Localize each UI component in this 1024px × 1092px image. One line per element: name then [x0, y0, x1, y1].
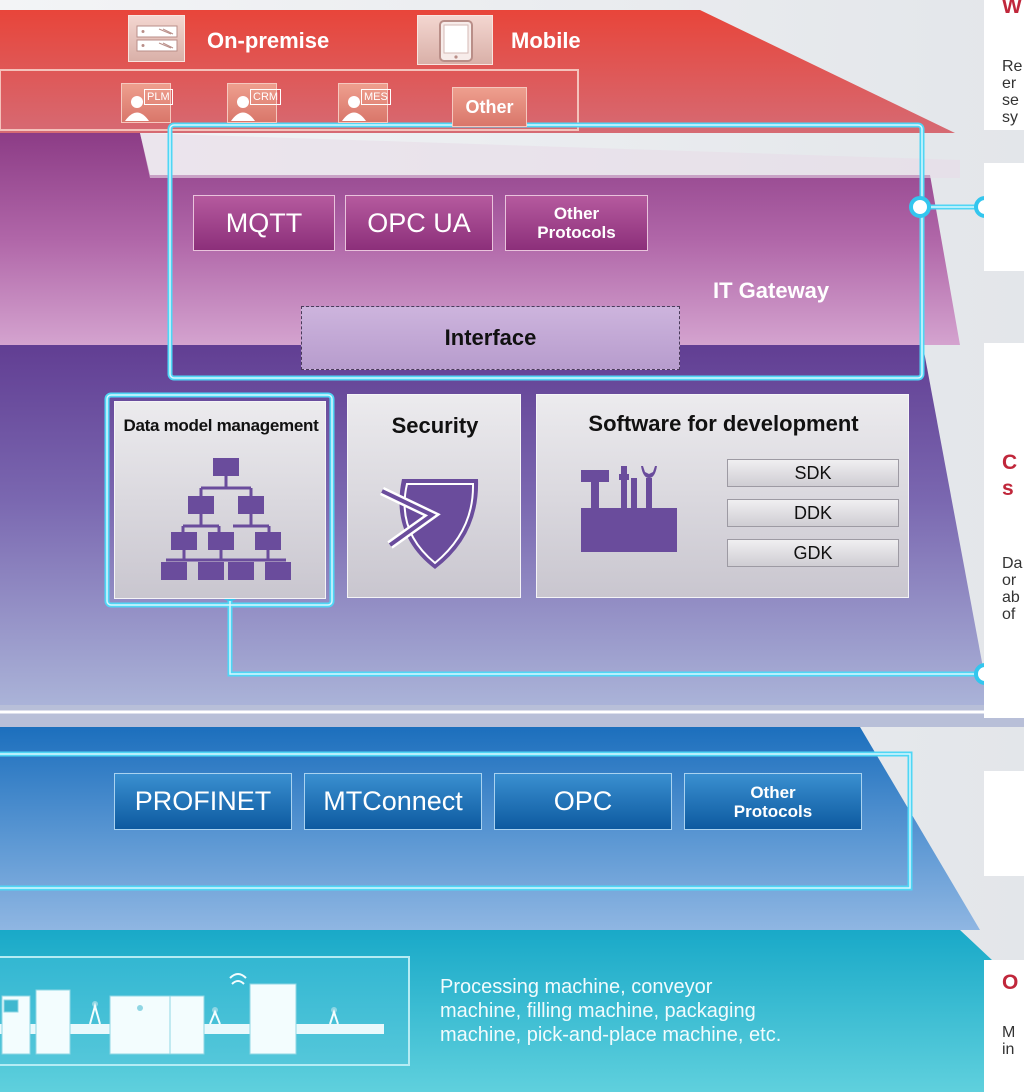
- hierarchy-icon: [161, 458, 291, 580]
- gateway-other-line2: Protocols: [537, 223, 616, 242]
- side-panel-machines: [984, 960, 1024, 1092]
- side-panel-gateway: [984, 163, 1024, 271]
- software-development-box: Software for development SDK DDK GDK: [536, 394, 909, 598]
- machines-description: Processing machine, conveyor machine, fi…: [440, 975, 781, 1047]
- toolbox-icon: [581, 466, 677, 552]
- opc-protocol-box: OPC: [494, 773, 672, 830]
- crm-app-icon: CRM: [227, 83, 282, 123]
- mqtt-protocol-box: MQTT: [193, 195, 335, 251]
- side-text-core: Da or ab of: [1002, 555, 1023, 623]
- machines-frame: [0, 956, 410, 1066]
- mobile-icon: [417, 15, 493, 65]
- software-label: Software for development: [588, 411, 859, 436]
- mes-app-icon: MES: [338, 83, 391, 123]
- interface-box: Interface: [301, 306, 680, 370]
- gateway-other-protocols-box: Other Protocols: [505, 195, 648, 251]
- gdk-box: GDK: [727, 539, 899, 567]
- side-panel-field: [984, 771, 1024, 876]
- it-gateway-title: IT Gateway: [713, 278, 830, 303]
- mtconnect-protocol-box: MTConnect: [304, 773, 482, 830]
- opc-ua-protocol-box: OPC UA: [345, 195, 493, 251]
- security-label: Security: [391, 413, 479, 438]
- shield-icon: [380, 479, 479, 569]
- machines-description-line2: machine, filling machine, packaging: [440, 1000, 756, 1022]
- side-heading-core: C s: [1002, 451, 1018, 500]
- side-text-top: Re er se sy: [1002, 58, 1023, 126]
- field-other-line1: Other: [750, 782, 796, 802]
- side-heading-machines: O: [1002, 971, 1019, 994]
- machines-description-line1: Processing machine, conveyor: [440, 976, 713, 998]
- server-icon: [128, 15, 185, 62]
- side-panel-top: [984, 0, 1024, 130]
- plm-app-icon: PLM: [121, 83, 173, 123]
- side-text-machines: M in: [1002, 1024, 1016, 1058]
- field-other-protocols-box: Other Protocols: [684, 773, 862, 830]
- mobile-label: Mobile: [511, 28, 581, 53]
- mes-tag: MES: [361, 89, 391, 105]
- side-heading-top: W: [1002, 0, 1022, 18]
- security-box: Security: [347, 394, 521, 598]
- side-panel-core: [984, 343, 1024, 718]
- other-app-tile: Other: [452, 87, 527, 127]
- data-model-box: Data model management: [114, 401, 326, 599]
- plm-tag: PLM: [144, 89, 173, 105]
- crm-tag: CRM: [250, 89, 282, 105]
- ddk-box: DDK: [727, 499, 899, 527]
- profinet-protocol-box: PROFINET: [114, 773, 292, 830]
- sdk-box: SDK: [727, 459, 899, 487]
- gateway-other-line1: Other: [553, 204, 600, 223]
- production-line-icon: [0, 973, 384, 1055]
- field-other-line2: Protocols: [733, 801, 813, 821]
- data-model-label: Data model management: [123, 416, 319, 435]
- machines-description-line3: machine, pick-and-place machine, etc.: [440, 1024, 782, 1046]
- on-premise-label: On-premise: [207, 28, 330, 53]
